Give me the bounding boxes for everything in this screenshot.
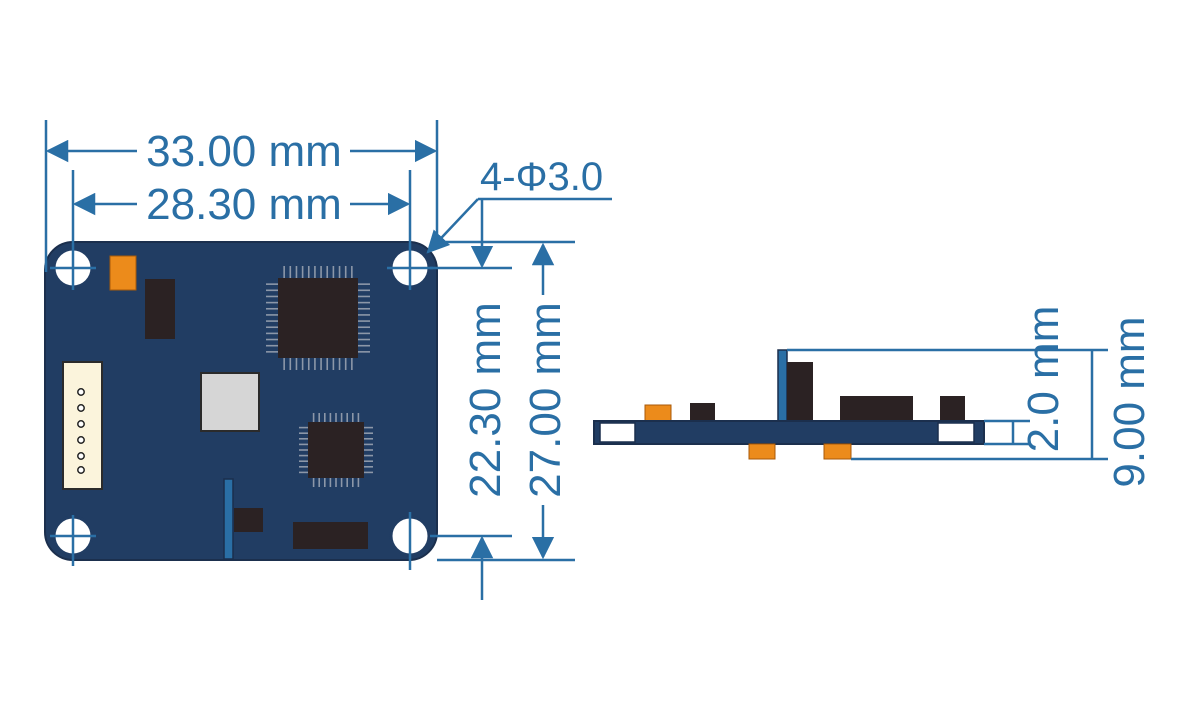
processor-body — [278, 278, 358, 358]
fpc-slot — [223, 478, 234, 560]
secondary-chip-body — [308, 422, 364, 478]
side-tall-component — [787, 362, 813, 421]
pin-header-connector — [62, 361, 103, 490]
leader-arrow — [426, 198, 479, 254]
dimension-total-height: 9.00 mm — [1105, 316, 1154, 487]
dimension-pcb-thickness: 2.0 mm — [1019, 306, 1068, 453]
connector-pin — [77, 388, 85, 396]
side-view-dimensions: 2.0 mm 9.00 mm — [787, 306, 1154, 488]
small-component — [234, 508, 263, 532]
side-fpc-slot — [777, 349, 788, 422]
top-view-board — [44, 241, 438, 561]
side-pcb — [593, 420, 985, 445]
side-small-chip — [690, 403, 715, 421]
dimension-hole-spacing-height: 22.30 mm — [461, 302, 510, 498]
image-sensor — [200, 372, 260, 432]
main-processor-chip — [266, 266, 370, 370]
hole-spec-label: 4-Φ3.0 — [480, 155, 603, 199]
side-orange-capacitor — [644, 404, 672, 422]
dimension-hole-spacing-width: 28.30 mm — [146, 180, 342, 229]
side-bottom-component — [823, 443, 852, 460]
side-regulator — [840, 396, 913, 421]
top-view-dimensions: 33.00 mm 28.30 mm 4-Φ3.0 22.30 mm 27.00 … — [44, 120, 612, 600]
dimension-outer-height: 27.00 mm — [521, 302, 570, 498]
connector-pin — [77, 420, 85, 428]
connector-pin — [77, 452, 85, 460]
orange-capacitor — [109, 255, 137, 291]
connector-pin — [77, 436, 85, 444]
small-chip — [145, 279, 175, 339]
side-hole-left — [599, 422, 636, 443]
secondary-chip — [299, 413, 373, 487]
side-view-board — [593, 349, 985, 460]
ldo-regulator — [293, 522, 368, 549]
dimension-outer-width: 33.00 mm — [146, 127, 342, 176]
side-chip — [940, 396, 965, 421]
side-bottom-component — [748, 443, 776, 460]
processor-pins — [266, 266, 370, 370]
connector-pin — [77, 404, 85, 412]
connector-pin — [77, 466, 85, 474]
side-hole-right — [937, 422, 975, 443]
secondary-chip-pins — [299, 413, 373, 487]
